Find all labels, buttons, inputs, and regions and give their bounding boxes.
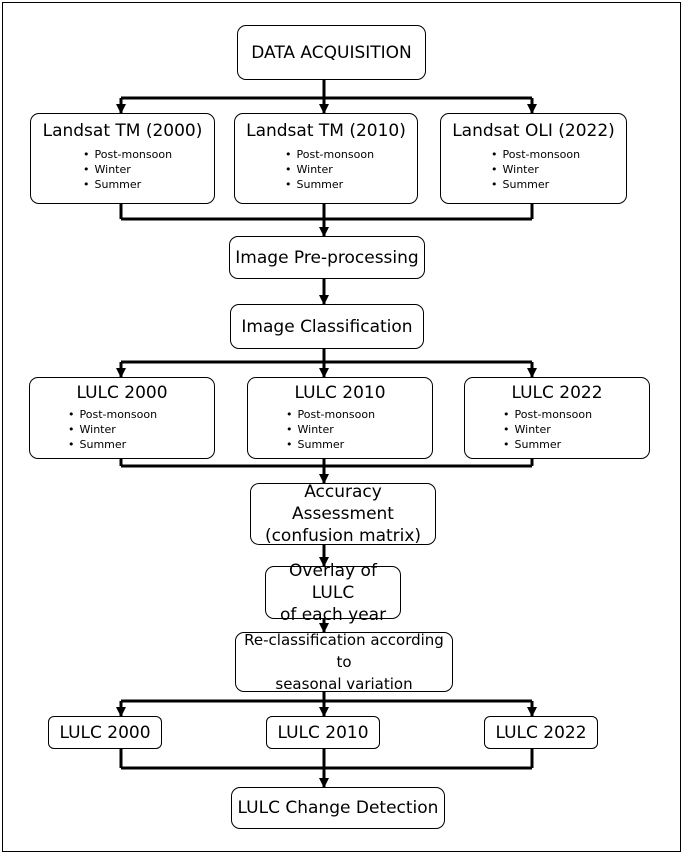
- season-list: Post-monsoon Winter Summer: [68, 407, 214, 452]
- season-item: Winter: [68, 422, 214, 437]
- source-title: Landsat OLI (2022): [452, 121, 615, 141]
- final-lulc-label: LULC 2010: [277, 722, 369, 743]
- season-item: Summer: [285, 177, 417, 192]
- reclass-line-2: seasonal variation: [275, 675, 413, 693]
- final-lulc-label: LULC 2000: [59, 722, 151, 743]
- accuracy-assessment-box: Accuracy Assessment (confusion matrix): [250, 481, 436, 547]
- lulc-box-2000: LULC 2000 Post-monsoon Winter Summer: [29, 377, 215, 459]
- lulc-title: LULC 2000: [76, 383, 168, 403]
- season-list: Post-monsoon Winter Summer: [285, 147, 417, 192]
- lulc-box-2022: LULC 2022 Post-monsoon Winter Summer: [464, 377, 650, 459]
- image-classification-label: Image Classification: [241, 316, 413, 337]
- season-item: Summer: [491, 177, 626, 192]
- season-item: Winter: [491, 162, 626, 177]
- source-box-landsat-tm-2010: Landsat TM (2010) Post-monsoon Winter Su…: [234, 113, 418, 204]
- data-acquisition-label: DATA ACQUISITION: [251, 42, 412, 63]
- source-title: Landsat TM (2010): [246, 121, 406, 141]
- final-lulc-box-2010: LULC 2010: [266, 716, 380, 749]
- season-item: Post-monsoon: [286, 407, 432, 422]
- source-title: Landsat TM (2000): [42, 121, 203, 141]
- image-preprocessing-label: Image Pre-processing: [235, 247, 419, 268]
- season-item: Summer: [503, 437, 649, 452]
- change-detection-label: LULC Change Detection: [237, 798, 439, 818]
- lulc-title: LULC 2022: [511, 383, 603, 403]
- lulc-box-2010: LULC 2010 Post-monsoon Winter Summer: [247, 377, 433, 459]
- reclass-line-1: Re-classification according to: [244, 631, 444, 671]
- season-item: Post-monsoon: [68, 407, 214, 422]
- season-item: Summer: [68, 437, 214, 452]
- image-preprocessing-box: Image Pre-processing: [229, 236, 425, 279]
- lulc-title: LULC 2010: [294, 383, 386, 403]
- season-item: Winter: [286, 422, 432, 437]
- overlay-box: Overlay of LULC of each year: [265, 561, 401, 625]
- season-list: Post-monsoon Winter Summer: [83, 147, 214, 192]
- season-item: Winter: [285, 162, 417, 177]
- season-item: Post-monsoon: [285, 147, 417, 162]
- source-box-landsat-tm-2000: Landsat TM (2000) Post-monsoon Winter Su…: [30, 113, 215, 204]
- final-lulc-box-2000: LULC 2000: [48, 716, 162, 749]
- overlay-line-1: Overlay of LULC: [289, 560, 377, 603]
- reclassification-label: Re-classification according to seasonal …: [236, 629, 452, 695]
- season-list: Post-monsoon Winter Summer: [491, 147, 626, 192]
- change-detection-box: LULC Change Detection: [231, 787, 445, 829]
- season-item: Winter: [503, 422, 649, 437]
- accuracy-line-1: Accuracy Assessment: [292, 482, 394, 524]
- season-item: Summer: [83, 177, 214, 192]
- accuracy-line-2: (confusion matrix): [264, 526, 422, 546]
- final-lulc-box-2022: LULC 2022: [484, 716, 598, 749]
- final-lulc-label: LULC 2022: [495, 722, 587, 743]
- data-acquisition-box: DATA ACQUISITION: [237, 25, 426, 80]
- reclassification-box: Re-classification according to seasonal …: [235, 629, 453, 695]
- season-item: Winter: [83, 162, 214, 177]
- overlay-label: Overlay of LULC of each year: [266, 560, 400, 626]
- accuracy-assessment-label: Accuracy Assessment (confusion matrix): [251, 481, 435, 547]
- season-list: Post-monsoon Winter Summer: [286, 407, 432, 452]
- season-item: Post-monsoon: [503, 407, 649, 422]
- source-box-landsat-oli-2022: Landsat OLI (2022) Post-monsoon Winter S…: [440, 113, 627, 204]
- image-classification-box: Image Classification: [230, 304, 424, 349]
- season-item: Summer: [286, 437, 432, 452]
- season-list: Post-monsoon Winter Summer: [503, 407, 649, 452]
- overlay-line-2: of each year: [279, 604, 387, 625]
- season-item: Post-monsoon: [83, 147, 214, 162]
- season-item: Post-monsoon: [491, 147, 626, 162]
